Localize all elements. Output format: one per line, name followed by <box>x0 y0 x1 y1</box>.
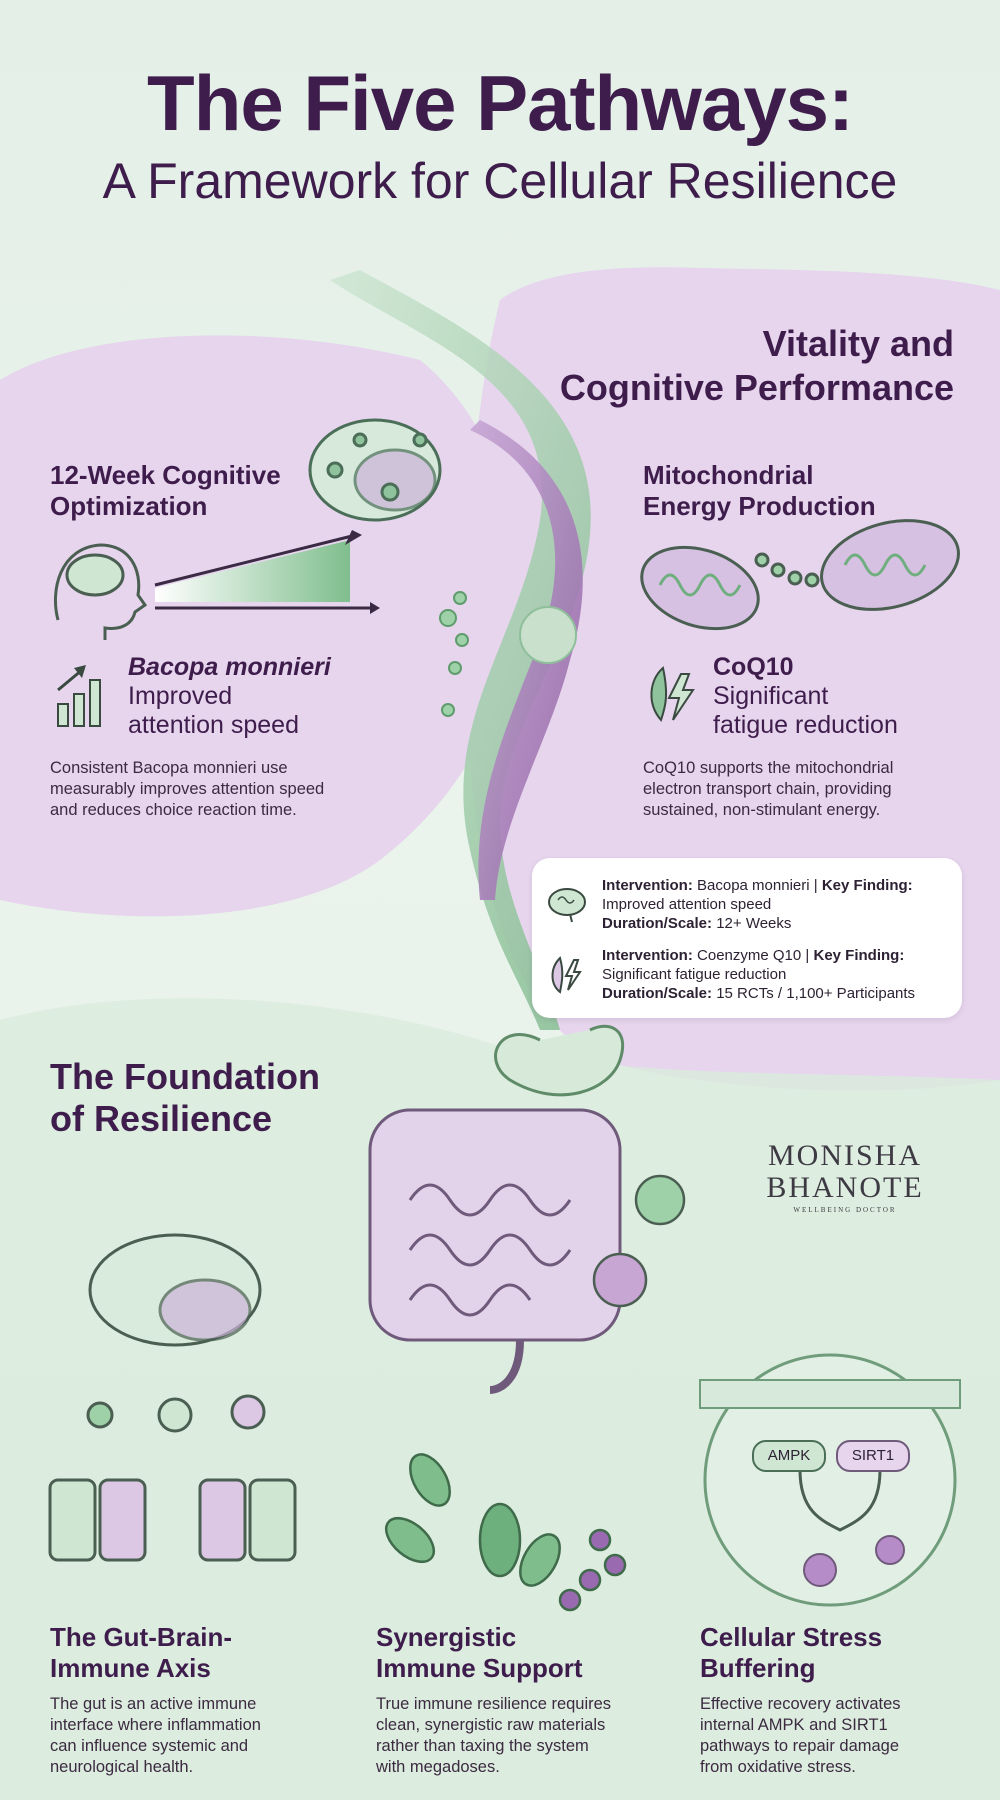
growth-arrow-chart <box>154 530 380 614</box>
cell-illustration <box>699 1353 961 1607</box>
stress-body-line3: pathways to repair damage <box>700 1737 900 1755</box>
column-immune-support: Synergistic Immune Support True immune r… <box>376 1622 656 1778</box>
gut-brain-title-line2: Immune Axis <box>50 1653 211 1683</box>
logo-line1: MONISHA <box>767 1139 922 1172</box>
stress-body-line4: from oxidative stress. <box>700 1758 856 1776</box>
info-row1-intervention-label: Intervention: <box>602 877 693 894</box>
foundation-heading: The Foundation of Resilience <box>50 1056 380 1140</box>
foundation-heading-line1: The Foundation <box>50 1056 320 1097</box>
mito-heading-line2: Energy Production <box>643 491 876 521</box>
column-gut-brain-title: The Gut-Brain- Immune Axis <box>50 1622 330 1684</box>
central-ribbon-purple <box>470 420 583 900</box>
info-row2-separator: | <box>805 947 814 964</box>
info-row1-separator: | <box>813 877 822 894</box>
info-row2-duration-label: Duration/Scale: <box>602 985 713 1002</box>
stomach-illustration <box>494 1024 625 1097</box>
info-row-bacopa: Intervention: Bacopa monnieri | Key Find… <box>602 876 952 933</box>
column-stress-buffering-body: Effective recovery activates internal AM… <box>700 1694 980 1778</box>
cognitive-heading-line1: 12-Week Cognitive <box>50 460 281 490</box>
vitality-heading-line1: Vitality and <box>762 323 954 364</box>
mito-body-line1: CoQ10 supports the mitochondrial <box>643 759 894 777</box>
cognitive-body-line2: measurably improves attention speed <box>50 780 325 798</box>
stress-body-line1: Effective recovery activates <box>700 1695 901 1713</box>
cognitive-card-body: Consistent Bacopa monnieri use measurabl… <box>50 758 430 821</box>
immune-body-line1: True immune resilience requires <box>376 1695 612 1713</box>
brain-illustration-top <box>308 418 442 522</box>
energy-bolt-icon <box>650 666 695 722</box>
intestine-illustration <box>368 1108 622 1342</box>
cognitive-heading-line2: Optimization <box>50 491 208 521</box>
info-row1-finding-label: Key Finding: <box>821 877 913 894</box>
immune-body-line3: rather than taxing the system <box>376 1737 589 1755</box>
info-row2-intervention-label: Intervention: <box>602 947 693 964</box>
bacopa-stat-line1: Improved <box>128 682 233 710</box>
info-row-coq10: Intervention: Coenzyme Q10 | Key Finding… <box>602 946 952 1003</box>
summary-info-box: Intervention: Bacopa monnieri | Key Find… <box>532 858 962 1018</box>
column-stress-buffering-title: Cellular Stress Buffering <box>700 1622 980 1684</box>
energy-icon <box>551 956 582 994</box>
coq10-stat-line1: Significant <box>713 682 829 710</box>
page-subtitle: A Framework for Cellular Resilience <box>102 153 898 209</box>
stress-title-line1: Cellular Stress <box>700 1622 883 1652</box>
coq10-stat: CoQ10 Significant fatigue reduction <box>713 653 973 740</box>
bacopa-stat-name: Bacopa monnieri <box>128 653 331 681</box>
immune-body-line4: with megadoses. <box>376 1758 500 1776</box>
cognitive-body-line1: Consistent Bacopa monnieri use <box>50 759 288 777</box>
ampk-label: AMPK <box>752 1440 826 1472</box>
column-immune-support-body: True immune resilience requires clean, s… <box>376 1694 656 1778</box>
immune-title-line2: Immune Support <box>376 1653 583 1683</box>
left-lavender-panel <box>0 335 520 917</box>
bar-chart-growth-icon <box>57 665 101 727</box>
cognitive-body-line3: and reduces choice reaction time. <box>50 801 297 819</box>
info-row1-finding-value: Improved attention speed <box>602 896 772 913</box>
brain-icon <box>548 888 586 923</box>
ribbon-molecules <box>439 591 469 717</box>
coq10-stat-name: CoQ10 <box>713 653 794 681</box>
column-gut-brain-body: The gut is an active immune interface wh… <box>50 1694 330 1778</box>
stress-title-line2: Buffering <box>700 1653 816 1683</box>
ribbon-node <box>519 606 577 664</box>
vitality-heading: Vitality and Cognitive Performance <box>494 322 954 410</box>
gut-brain-body-line3: can influence systemic and <box>50 1737 249 1755</box>
head-profile-icon <box>53 543 148 640</box>
immune-title-line1: Synergistic <box>376 1622 517 1652</box>
gut-brain-title-line1: The Gut-Brain- <box>50 1622 232 1652</box>
mito-card-body: CoQ10 supports the mitochondrial electro… <box>643 758 983 821</box>
info-row2-intervention-value: Coenzyme Q10 <box>697 947 802 964</box>
bottom-mint-panel <box>0 998 1000 1800</box>
info-row2-finding-label: Key Finding: <box>813 947 905 964</box>
foundation-heading-line2: of Resilience <box>50 1098 273 1139</box>
column-stress-buffering: Cellular Stress Buffering Effective reco… <box>700 1622 980 1778</box>
page-title: The Five Pathways: <box>147 59 854 147</box>
mito-card-heading: Mitochondrial Energy Production <box>643 460 943 522</box>
stress-body-line2: internal AMPK and SIRT1 <box>700 1716 888 1734</box>
info-row2-finding-value: Significant fatigue reduction <box>602 966 787 983</box>
coq10-stat-line2: fatigue reduction <box>713 711 898 739</box>
gut-brain-body-line1: The gut is an active immune <box>50 1695 257 1713</box>
logo-tagline: WELLBEING DOCTOR <box>793 1206 897 1214</box>
logo-line2: BHANOTE <box>766 1171 924 1204</box>
immune-body-line2: clean, synergistic raw materials <box>376 1716 606 1734</box>
bacopa-stat-line2: attention speed <box>128 711 299 739</box>
info-row2-duration-value: 15 RCTs / 1,100+ Participants <box>716 985 916 1002</box>
column-immune-support-title: Synergistic Immune Support <box>376 1622 656 1684</box>
gut-brain-illustration <box>48 1233 297 1562</box>
immune-cells <box>592 1174 686 1308</box>
column-gut-brain: The Gut-Brain- Immune Axis The gut is an… <box>50 1622 330 1778</box>
info-row1-duration-value: 12+ Weeks <box>716 915 792 932</box>
mito-body-line2: electron transport chain, providing <box>643 780 892 798</box>
vitality-heading-line2: Cognitive Performance <box>559 367 954 408</box>
gut-brain-body-line4: neurological health. <box>50 1758 194 1776</box>
mito-heading-line1: Mitochondrial <box>643 460 814 490</box>
sirt1-label: SIRT1 <box>836 1440 910 1472</box>
info-row1-duration-label: Duration/Scale: <box>602 915 713 932</box>
gut-brain-body-line2: interface where inflammation <box>50 1716 261 1734</box>
herbs-illustration <box>384 1453 627 1612</box>
info-row1-intervention-value: Bacopa monnieri <box>697 877 810 894</box>
mito-body-line3: sustained, non-stimulant energy. <box>643 801 881 819</box>
cognitive-card-heading: 12-Week Cognitive Optimization <box>50 460 330 522</box>
brand-logo: MONISHA BHANOTE WELLBEING DOCTOR <box>745 1139 945 1215</box>
bacopa-stat: Bacopa monnieri Improved attention speed <box>128 653 388 740</box>
mitochondria-illustration <box>640 519 960 631</box>
